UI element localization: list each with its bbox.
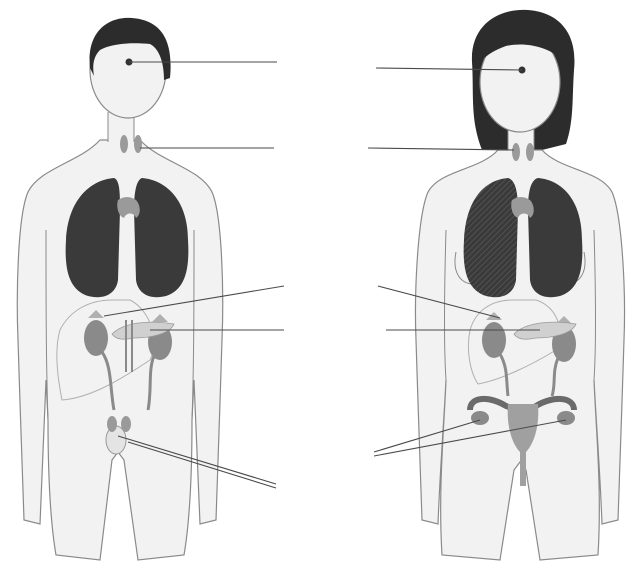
female-left-kidney	[482, 322, 506, 358]
male-figure	[17, 18, 284, 560]
male-left-kidney	[84, 320, 108, 356]
female-figure	[368, 10, 625, 560]
female-left-ovary	[471, 411, 489, 425]
female-right-ovary	[557, 411, 575, 425]
